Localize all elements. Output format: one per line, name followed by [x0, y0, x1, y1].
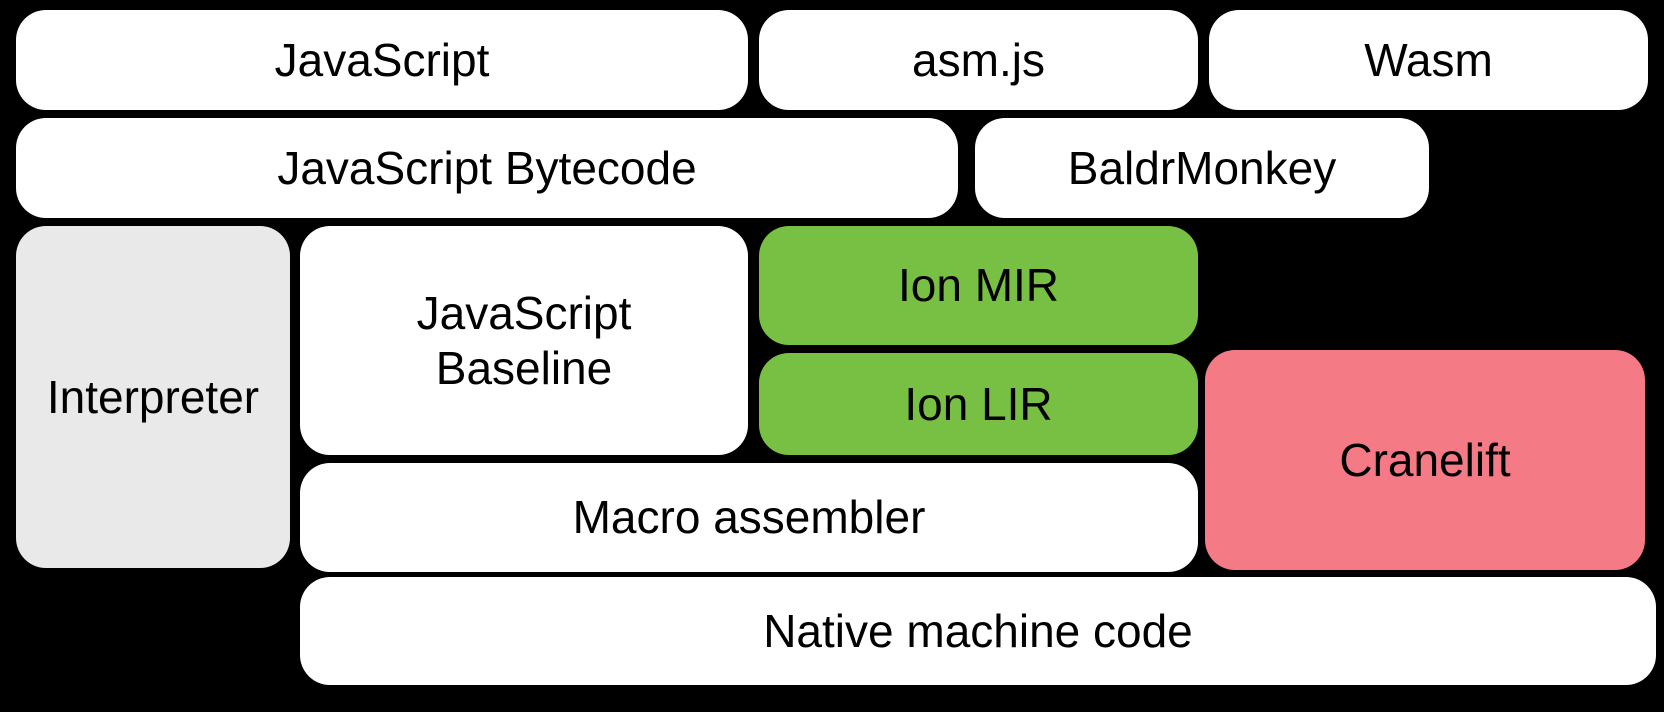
node-native-machine-code: Native machine code — [300, 577, 1656, 685]
node-ion-lir-label: Ion LIR — [904, 377, 1053, 430]
node-javascript-baseline-label-line2: Baseline — [435, 341, 613, 394]
node-cranelift: Cranelift — [1205, 350, 1645, 570]
node-ion-mir-label: Ion MIR — [897, 259, 1060, 312]
node-asmjs-label: asm.js — [912, 33, 1045, 86]
node-interpreter: Interpreter — [16, 226, 290, 568]
node-wasm: Wasm — [1209, 10, 1648, 110]
node-javascript: JavaScript — [16, 10, 748, 110]
node-javascript-bytecode: JavaScript Bytecode — [16, 118, 958, 218]
node-interpreter-label: Interpreter — [46, 370, 260, 423]
node-ion-mir: Ion MIR — [759, 226, 1198, 345]
node-baldrmonkey: BaldrMonkey — [975, 118, 1429, 218]
node-macro-assembler: Macro assembler — [300, 463, 1198, 572]
node-asmjs: asm.js — [759, 10, 1198, 110]
node-javascript-bytecode-label: JavaScript Bytecode — [277, 141, 697, 194]
node-macro-assembler-label: Macro assembler — [572, 491, 926, 544]
node-native-machine-code-label: Native machine code — [763, 604, 1193, 657]
node-javascript-baseline: JavaScript Baseline — [300, 226, 748, 455]
node-wasm-label: Wasm — [1364, 33, 1493, 86]
node-javascript-baseline-label-line1: JavaScript — [416, 287, 632, 340]
node-baldrmonkey-label: BaldrMonkey — [1067, 141, 1337, 194]
node-cranelift-label: Cranelift — [1339, 433, 1511, 486]
node-javascript-label: JavaScript — [274, 33, 490, 86]
node-ion-lir: Ion LIR — [759, 353, 1198, 455]
